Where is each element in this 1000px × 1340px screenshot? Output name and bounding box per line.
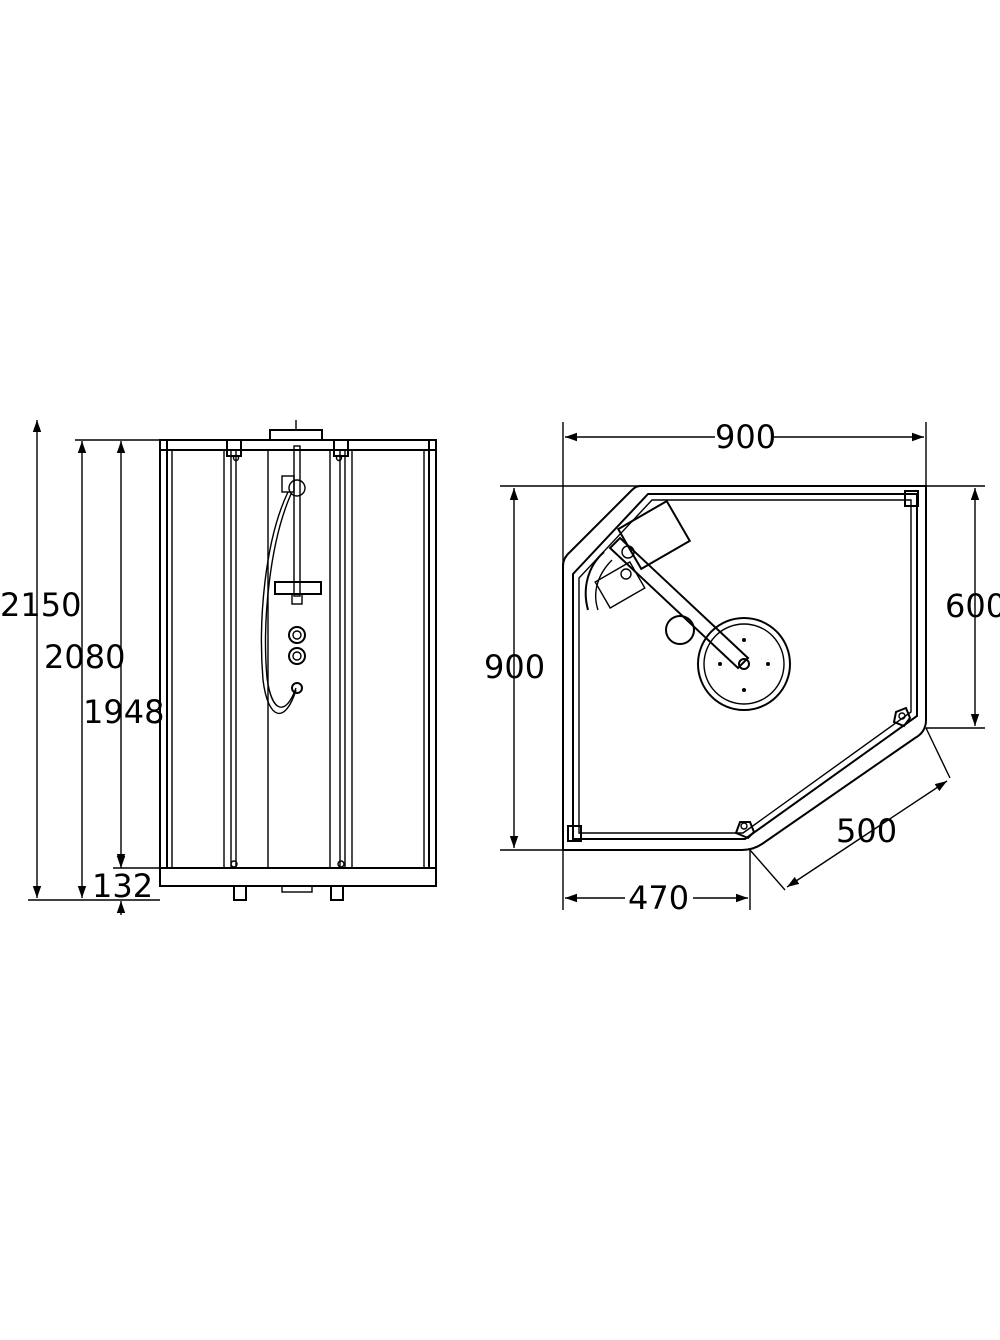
corner-post-bottom-left xyxy=(567,825,582,842)
right-frame-post xyxy=(428,439,437,869)
shower-fittings-plan xyxy=(584,499,791,711)
hose-connector xyxy=(291,682,303,694)
left-door-panel xyxy=(223,449,237,869)
left-frame-post xyxy=(159,439,168,869)
tray-foot-right xyxy=(330,885,344,901)
hand-shower-holder xyxy=(288,479,306,497)
control-knob-top xyxy=(288,626,306,644)
control-knob-bottom xyxy=(288,647,306,665)
label-plan-depth: 900 xyxy=(484,648,545,686)
label-diagonal-door: 500 xyxy=(836,812,897,850)
corner-post-top-right xyxy=(904,490,919,507)
plan-view: 900 900 600 500 470 xyxy=(484,418,1000,917)
label-side-depth: 600 xyxy=(945,587,1000,625)
shower-tray xyxy=(159,867,437,887)
control-panel-box xyxy=(616,499,692,571)
shower-hose xyxy=(260,491,297,714)
top-rail xyxy=(159,439,437,451)
hinge-bottom xyxy=(734,821,756,840)
curved-handle xyxy=(584,551,605,611)
label-tray-height: 132 xyxy=(92,867,153,905)
label-frame-height: 2080 xyxy=(44,638,125,676)
label-total-height: 2150 xyxy=(0,586,81,624)
label-door-height: 1948 xyxy=(83,693,164,731)
overhead-shower-head xyxy=(269,429,323,441)
hinge-right xyxy=(892,706,912,728)
tray-drain xyxy=(281,885,313,893)
label-front-width: 470 xyxy=(628,879,689,917)
rain-shower-head xyxy=(697,617,791,711)
right-door-panel xyxy=(339,449,353,869)
riser-rail xyxy=(293,445,301,597)
label-plan-width: 900 xyxy=(715,418,776,456)
front-view: 2150 2080 1948 132 xyxy=(0,420,437,915)
left-roller-bracket xyxy=(226,439,242,457)
shower-shelf xyxy=(274,581,322,595)
dim-line-diagonal xyxy=(786,780,948,888)
tray-inner-rail xyxy=(572,493,918,840)
tray-foot-left xyxy=(233,885,247,901)
overhead-shower-arm xyxy=(608,536,750,670)
right-roller-bracket xyxy=(333,439,349,457)
tray-outer-outline xyxy=(562,485,927,851)
shower-tray-plan xyxy=(562,485,927,851)
shower-cabin-front xyxy=(159,420,437,901)
hand-shower-head xyxy=(665,615,695,645)
